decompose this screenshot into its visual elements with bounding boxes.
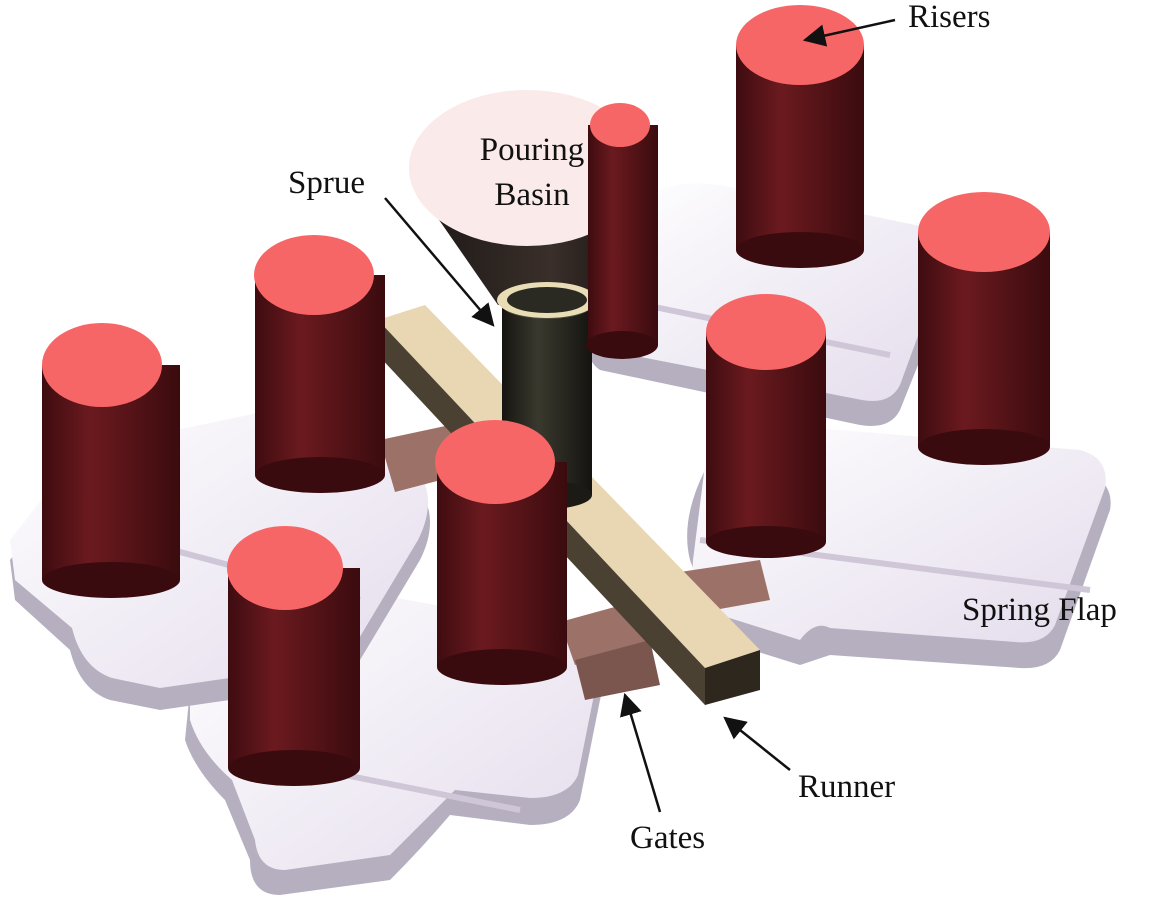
arrow-runner bbox=[723, 716, 791, 771]
riser-front-left bbox=[227, 526, 360, 786]
label-risers: Risers bbox=[908, 0, 991, 35]
riser-back-center bbox=[586, 103, 658, 359]
riser-far-left bbox=[42, 323, 180, 598]
label-runner: Runner bbox=[798, 769, 895, 805]
arrow-gates bbox=[620, 692, 662, 813]
gate-lower bbox=[575, 640, 660, 700]
labels: Risers Pouring Basin Sprue Spring Flap R… bbox=[288, 0, 1117, 856]
riser-right bbox=[918, 192, 1050, 465]
arrow-risers bbox=[802, 18, 896, 47]
riser-center-right bbox=[706, 294, 826, 558]
arrow-sprue bbox=[384, 197, 495, 327]
annotation-arrows bbox=[384, 18, 896, 813]
label-pouring-basin-line1: Pouring bbox=[480, 132, 585, 168]
label-sprue: Sprue bbox=[288, 165, 365, 201]
riser-center-front bbox=[435, 420, 567, 685]
pouring-basin-top bbox=[409, 90, 645, 246]
riser-back-right-top bbox=[736, 5, 864, 268]
pouring-basin bbox=[409, 90, 645, 318]
label-spring-flap: Spring Flap bbox=[962, 592, 1117, 628]
label-gates: Gates bbox=[630, 820, 705, 856]
riser-left-back bbox=[254, 235, 385, 493]
label-pouring-basin-line2: Basin bbox=[494, 177, 569, 213]
